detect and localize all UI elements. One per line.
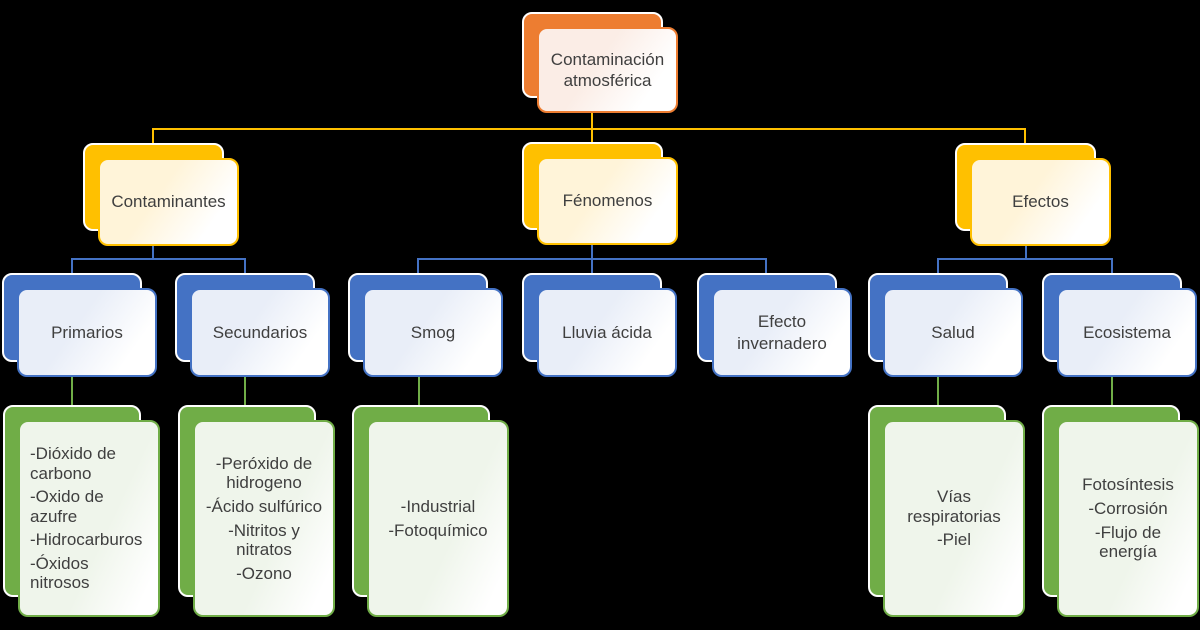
list-item: -Industrial: [400, 496, 476, 516]
node-efectos-label: Efectos: [1012, 192, 1069, 212]
connector-to-contaminantes: [152, 128, 154, 144]
connector-smog-detail: [418, 375, 420, 407]
connector-to-primarios: [71, 258, 73, 274]
connector-efectos-horizontal: [937, 258, 1113, 260]
connector-ecosistema-detail: [1111, 375, 1113, 407]
list-item: -Hidrocarburos: [30, 530, 143, 550]
connector-to-lluvia-acida: [591, 258, 593, 274]
list-item: -Oxido de azufre: [30, 487, 104, 526]
node-root-front: Contaminación atmosférica: [537, 27, 678, 113]
node-salud-detail-front: Vías respiratorias -Piel: [883, 420, 1025, 617]
list-item: -Óxidos nitrosos: [30, 553, 90, 593]
node-fenomenos-label: Fénomenos: [562, 191, 653, 211]
node-primarios-detail-front: -Dióxido de carbono -Oxido de azufre -Hi…: [18, 420, 160, 617]
connector-to-fenomenos: [591, 128, 593, 144]
connector-to-salud: [937, 258, 939, 274]
list-item: Fotosíntesis: [1082, 475, 1174, 495]
ecosistema-detail-list: Fotosíntesis -Corrosión -Flujo de energí…: [1069, 471, 1187, 565]
node-salud-front: Salud: [883, 288, 1023, 377]
list-item: -Piel: [936, 530, 971, 550]
connector-fenomenos-down: [591, 243, 593, 260]
node-root-label: Contaminación atmosférica: [550, 49, 665, 90]
node-efectos-front: Efectos: [970, 158, 1111, 246]
list-item: -Ácido sulfúrico: [205, 496, 323, 516]
node-ecosistema-label: Ecosistema: [1083, 322, 1171, 342]
connector-root-horizontal: [153, 128, 1026, 130]
node-efecto-invernadero-label: Efecto invernadero: [737, 312, 827, 353]
connector-to-secundarios: [244, 258, 246, 274]
primarios-detail-list: -Dióxido de carbono -Oxido de azufre -Hi…: [30, 440, 148, 597]
node-lluvia-acida-front: Lluvia ácida: [537, 288, 677, 377]
connector-salud-detail: [937, 375, 939, 407]
node-smog-front: Smog: [363, 288, 503, 377]
connector-to-smog: [417, 258, 419, 274]
connector-contaminantes-horizontal: [71, 258, 246, 260]
list-item: -Ozono: [236, 563, 292, 583]
connector-root-down: [591, 112, 593, 130]
node-smog-detail-front: -Industrial -Fotoquímico: [367, 420, 509, 617]
connector-to-ecosistema: [1111, 258, 1113, 274]
list-item: -Dióxido de carbono: [30, 444, 116, 483]
smog-detail-list: -Industrial -Fotoquímico: [379, 493, 497, 544]
node-secundarios-detail-front: -Peróxido de hidrogeno -Ácido sulfúrico …: [193, 420, 335, 617]
node-fenomenos-front: Fénomenos: [537, 157, 678, 245]
salud-detail-list: Vías respiratorias -Piel: [895, 483, 1013, 554]
connector-efectos-down: [1025, 243, 1027, 260]
node-secundarios-label: Secundarios: [212, 322, 308, 342]
node-ecosistema-front: Ecosistema: [1057, 288, 1197, 377]
node-contaminantes-label: Contaminantes: [111, 192, 226, 212]
list-item: -Fotoquímico: [388, 520, 488, 540]
connector-primarios-detail: [71, 375, 73, 407]
node-secundarios-front: Secundarios: [190, 288, 330, 377]
node-efecto-invernadero-front: Efecto invernadero: [712, 288, 852, 377]
node-ecosistema-detail-front: Fotosíntesis -Corrosión -Flujo de energí…: [1057, 420, 1199, 617]
connector-to-efecto-invernadero: [765, 258, 767, 274]
list-item: -Corrosión: [1088, 498, 1168, 518]
list-item: Vías respiratorias: [907, 487, 1001, 526]
node-primarios-label: Primarios: [51, 322, 123, 342]
connector-contaminantes-down: [152, 243, 154, 260]
list-item: -Peróxido de hidrogeno: [215, 453, 313, 493]
connector-secundarios-detail: [244, 375, 246, 407]
node-lluvia-acida-label: Lluvia ácida: [562, 322, 652, 342]
node-primarios-front: Primarios: [17, 288, 157, 377]
list-item: -Flujo de energía: [1094, 522, 1162, 562]
node-contaminantes-front: Contaminantes: [98, 158, 239, 246]
secundarios-detail-list: -Peróxido de hidrogeno -Ácido sulfúrico …: [205, 450, 323, 587]
node-salud-label: Salud: [931, 322, 975, 342]
node-smog-label: Smog: [410, 322, 456, 342]
connector-to-efectos: [1024, 128, 1026, 144]
list-item: -Nitritos y nitratos: [228, 520, 300, 560]
